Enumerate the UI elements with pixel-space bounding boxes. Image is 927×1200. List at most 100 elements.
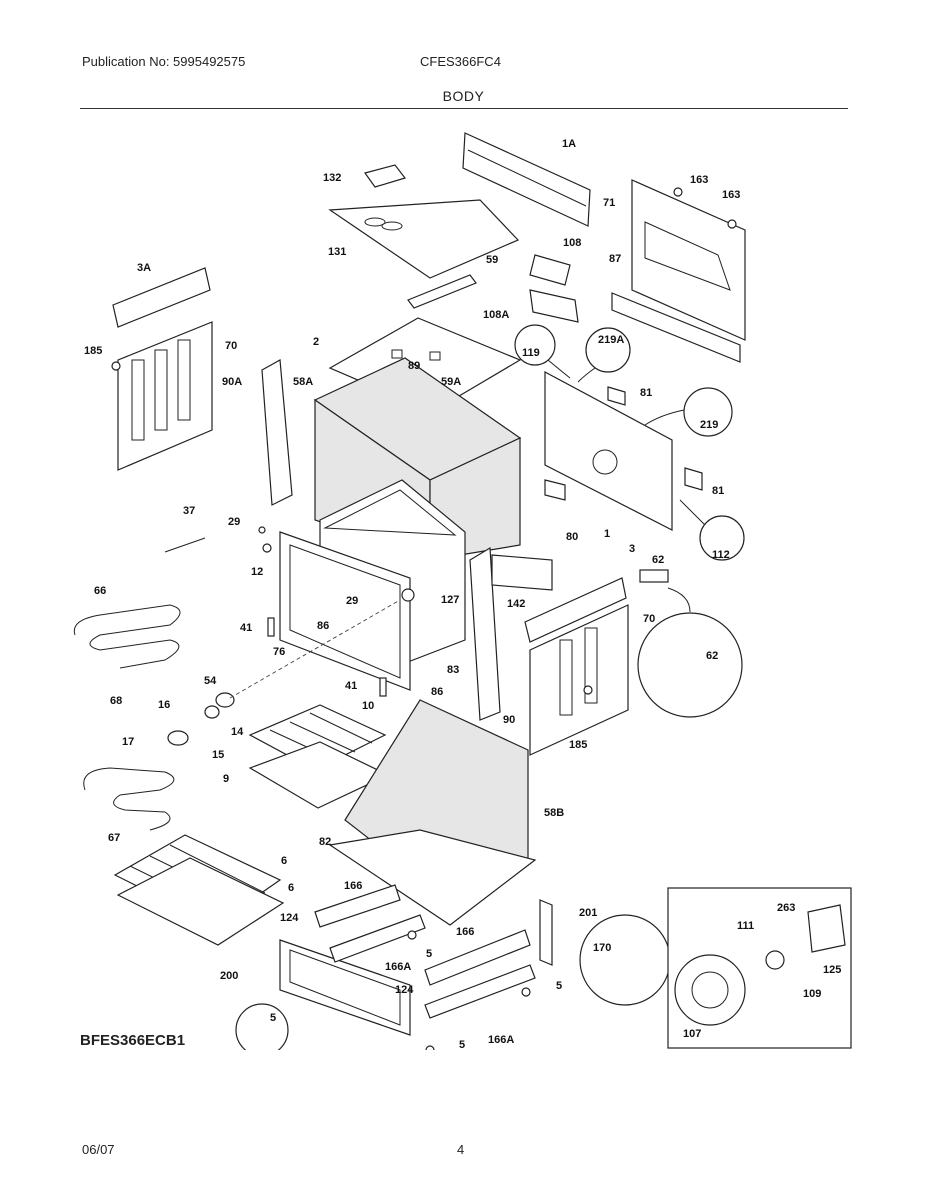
callout: 59A <box>441 376 461 388</box>
callout: 62 <box>706 650 718 662</box>
part-leveler-5a <box>407 930 417 940</box>
part-terminal-block <box>529 254 571 286</box>
callout: 124 <box>395 984 414 996</box>
callout: 10 <box>362 700 374 712</box>
part-small-plate <box>364 164 407 188</box>
callout: 62 <box>652 554 664 566</box>
callout: 70 <box>643 613 655 625</box>
part-drawer-frame <box>279 939 411 1036</box>
callout: 112 <box>712 549 730 561</box>
callout: 87 <box>609 253 621 265</box>
callout: 6 <box>281 855 287 867</box>
callout: 70 <box>225 340 237 352</box>
part-side-panel-right <box>529 604 629 756</box>
part-slide-166a-right <box>424 964 536 1019</box>
publication-number: Publication No: 5995492575 <box>82 54 246 69</box>
part-back-brace <box>462 132 591 227</box>
callout: 16 <box>158 699 170 711</box>
callout: 9 <box>223 773 229 785</box>
callout: 14 <box>231 726 244 738</box>
callout: 17 <box>122 736 134 748</box>
callout: 54 <box>204 675 217 687</box>
part-top-panel <box>328 199 520 279</box>
catalog-number: BFES366ECB1 <box>80 1032 186 1049</box>
part-side-trim-3 <box>524 577 627 643</box>
callout: 124 <box>280 912 299 924</box>
callout: 1 <box>604 528 610 540</box>
callout: 12 <box>251 566 263 578</box>
detail-circle-112 <box>699 515 745 561</box>
callout: 166 <box>456 926 474 938</box>
part-slide-166-right <box>424 929 531 986</box>
arrow-62 <box>667 587 691 613</box>
part-latch-41a <box>267 617 275 637</box>
callout: 170 <box>593 942 611 954</box>
callout: 41 <box>240 622 252 634</box>
footer-date: 06/07 <box>82 1142 115 1157</box>
part-slide-166-left <box>314 884 401 928</box>
callout: 111 <box>737 920 754 932</box>
callout: 5 <box>270 1012 276 1024</box>
part-broil-element <box>73 604 181 669</box>
callout: 90 <box>503 714 515 726</box>
part-slide-166a-left <box>329 914 426 963</box>
detail-circle-119 <box>514 324 556 366</box>
assembly-line-lamp <box>229 599 401 699</box>
detail-circle-219 <box>683 387 733 437</box>
callout: 2 <box>313 336 319 348</box>
callout: 166A <box>488 1034 514 1046</box>
callout: 119 <box>522 347 540 359</box>
callout: 107 <box>683 1028 701 1040</box>
part-pin-37 <box>164 537 206 553</box>
part-lamp-127 <box>401 588 415 602</box>
callout: 68 <box>110 695 122 707</box>
convection-inset <box>667 887 852 1049</box>
callout: 263 <box>777 902 795 914</box>
callout: 41 <box>345 680 357 692</box>
callout: 81 <box>640 387 652 399</box>
callout: 185 <box>569 739 587 751</box>
callout: 5 <box>426 948 432 960</box>
callout: 3A <box>137 262 151 274</box>
part-door-frame <box>279 531 411 691</box>
callout: 185 <box>84 345 102 357</box>
part-bracket-80 <box>544 479 566 501</box>
callout: 86 <box>431 686 443 698</box>
part-screw-185-left <box>111 361 121 371</box>
part-terminal-62 <box>639 569 669 583</box>
part-bracket-81a <box>607 386 626 406</box>
callout: 142 <box>507 598 525 610</box>
part-strip-90a <box>261 359 293 506</box>
callout: 200 <box>220 970 238 982</box>
callout: 3 <box>629 543 635 555</box>
part-lens-14 <box>204 705 220 719</box>
part-oven-rack-lower <box>116 857 285 946</box>
arrow-119 <box>547 359 571 379</box>
callout: 109 <box>803 988 821 1000</box>
callout: 71 <box>603 197 615 209</box>
part-bar-59 <box>407 274 477 309</box>
callout: 82 <box>319 836 331 848</box>
callout: 90A <box>222 376 242 388</box>
callout: 108A <box>483 309 509 321</box>
callout: 89 <box>408 360 420 372</box>
section-title: BODY <box>442 88 485 104</box>
detail-circle-219a <box>585 327 631 373</box>
callout: 132 <box>323 172 341 184</box>
callout: 163 <box>722 189 740 201</box>
callout: 201 <box>579 907 597 919</box>
callout: 58A <box>293 376 313 388</box>
part-bulb-54 <box>215 692 235 708</box>
callout: 29 <box>228 516 240 528</box>
callout: 131 <box>328 246 346 258</box>
detail-circle-leveler <box>235 1003 289 1050</box>
callout: 81 <box>712 485 724 497</box>
part-screw-185-right <box>583 685 593 695</box>
callout: 29 <box>346 595 358 607</box>
callout: 59 <box>486 254 498 266</box>
callout: 219A <box>598 334 624 346</box>
callout: 1A <box>562 138 576 150</box>
callout: 80 <box>566 531 578 543</box>
model-number: CFES366FC4 <box>420 54 501 69</box>
part-bracket-81b <box>684 467 703 491</box>
